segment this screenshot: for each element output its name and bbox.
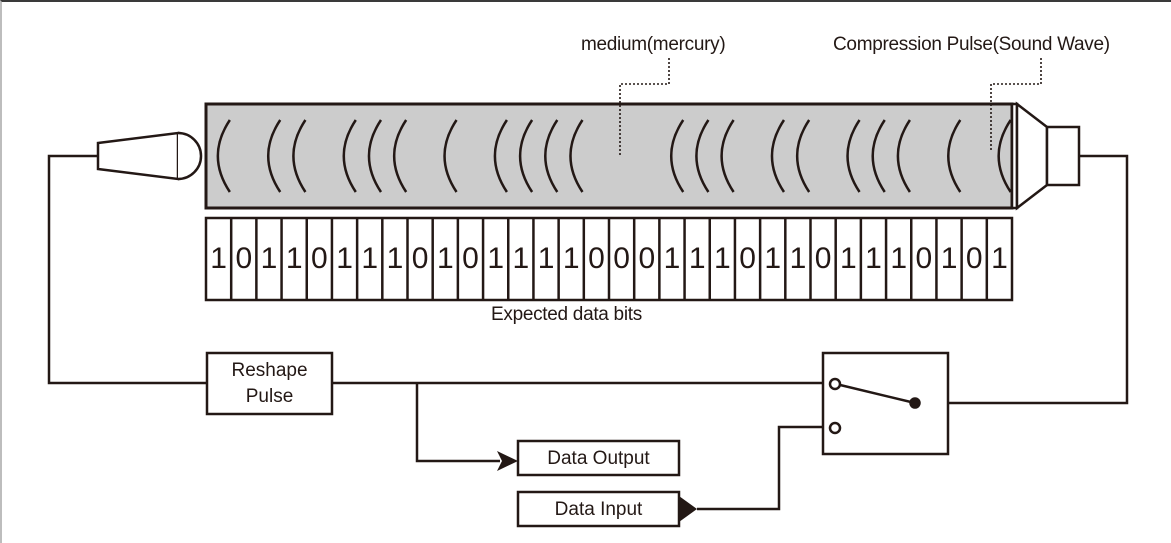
- sound-wave-arc: [266, 119, 282, 193]
- sound-wave-arc: [544, 119, 559, 193]
- bit-cell: 1: [940, 242, 958, 275]
- sound-wave-arc: [392, 119, 408, 193]
- speaker-body-icon: [1045, 125, 1081, 187]
- label-compression-pulse: Compression Pulse(Sound Wave): [833, 34, 1110, 55]
- bit-cell: 1: [436, 242, 454, 275]
- sound-wave-arc: [795, 119, 811, 193]
- switch-contact-lower: [828, 421, 842, 435]
- sound-wave-arc: [695, 119, 710, 193]
- leader-compression-pulse: [990, 58, 1042, 150]
- sound-wave-arc: [342, 119, 357, 193]
- switch-box: [821, 351, 950, 456]
- label-medium: medium(mercury): [581, 34, 726, 55]
- bit-cell: 0: [638, 242, 656, 275]
- wire-receiver-to-reshape: [47, 154, 207, 385]
- bit-cell: 1: [285, 242, 303, 275]
- leader-medium: [619, 58, 670, 155]
- sound-waves: [216, 119, 1012, 193]
- wire-data-input-to-switch: [697, 425, 823, 511]
- sound-wave-arc: [947, 119, 962, 193]
- bit-cell: 1: [512, 242, 530, 275]
- sound-wave-arc: [518, 119, 534, 193]
- bit-cell: 1: [663, 242, 681, 275]
- bit-cell: 1: [487, 242, 504, 275]
- sound-wave-arc: [493, 119, 508, 193]
- speaker-cone-icon: [1015, 101, 1049, 211]
- wire-switch-to-speaker: [916, 154, 1129, 405]
- bit-cell: 1: [562, 242, 580, 275]
- bit-cell: 1: [789, 242, 807, 275]
- data-input-label: Data Input: [554, 499, 643, 520]
- bit-cell: 0: [411, 242, 429, 275]
- bit-cell: 1: [361, 242, 379, 275]
- data-input-arrowhead-icon: [679, 496, 697, 522]
- bit-cell: 0: [235, 242, 253, 275]
- switch-pivot: [909, 397, 921, 409]
- bit-cell: 1: [764, 242, 782, 275]
- bit-cell: 0: [915, 242, 933, 275]
- sound-wave-arc: [443, 119, 458, 193]
- switch-contact-upper: [828, 377, 842, 391]
- sound-wave-arc: [367, 119, 383, 193]
- receiver-transducer-icon: [96, 131, 180, 181]
- bit-cell: 1: [688, 242, 706, 275]
- sound-wave-arc: [896, 119, 911, 193]
- bit-cell: 0: [739, 242, 756, 275]
- switch-lever: [835, 382, 916, 405]
- receiver-dome-icon: [177, 131, 203, 181]
- bit-cell: 1: [537, 242, 555, 275]
- reshape-pulse-label: Reshape Pulse: [231, 359, 308, 407]
- label-expected-bits: Expected data bits: [491, 304, 642, 325]
- bit-cell: 0: [311, 242, 328, 275]
- bit-cell: 0: [588, 242, 605, 275]
- bit-cell-dividers: [229, 218, 989, 300]
- data-output-arrowhead-icon: [497, 451, 518, 471]
- sound-wave-arc: [997, 119, 1012, 193]
- bit-cell: 1: [260, 242, 278, 275]
- sound-wave-arc: [569, 119, 584, 193]
- bit-cell: 1: [336, 242, 353, 275]
- data-output-box: [516, 439, 681, 477]
- bit-cell: 0: [965, 242, 983, 275]
- sound-wave-arc: [292, 119, 307, 193]
- reshape-pulse-box: [205, 351, 334, 416]
- bit-cell: 1: [890, 242, 907, 275]
- sound-wave-arc: [871, 119, 886, 193]
- sound-wave-arc: [669, 119, 685, 193]
- sound-wave-arc: [846, 119, 861, 193]
- bit-cell: 0: [462, 242, 479, 275]
- bit-cell: 1: [714, 242, 731, 275]
- sound-wave-arc: [720, 119, 735, 193]
- mercury-tube: [204, 102, 1014, 210]
- bit-cell: 1: [991, 242, 1008, 275]
- bit-cell: 1: [386, 242, 404, 275]
- sound-wave-arc: [216, 119, 231, 193]
- bit-cell: 0: [613, 242, 630, 275]
- sound-wave-arc: [770, 119, 786, 193]
- bit-cell: 0: [814, 242, 832, 275]
- bit-cell: 1: [865, 242, 882, 275]
- data-output-label: Data Output: [547, 448, 650, 469]
- wire-to-data-output: [415, 383, 500, 463]
- bit-cell: 1: [839, 242, 857, 275]
- bit-cell: 1: [210, 242, 227, 275]
